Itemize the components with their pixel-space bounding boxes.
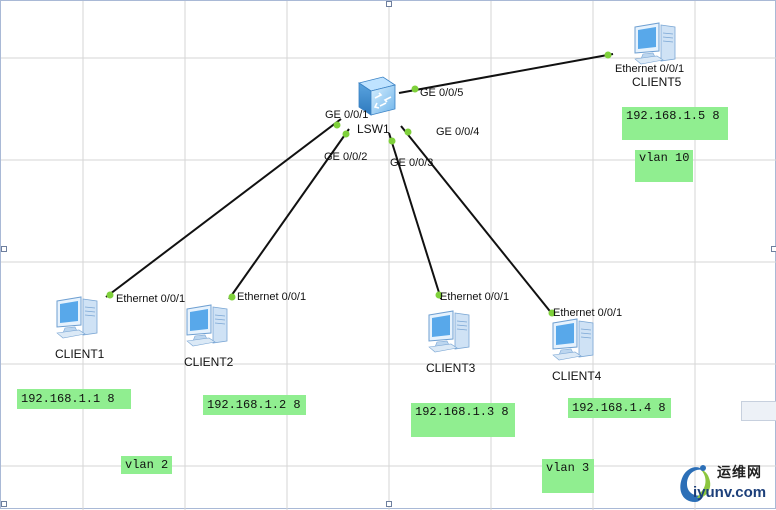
client2-node[interactable] bbox=[183, 301, 231, 352]
link-client4[interactable] bbox=[400, 125, 554, 316]
watermark-url-text: iyunv.com bbox=[693, 484, 767, 501]
client-port-label: Ethernet 0/0/1 bbox=[237, 291, 307, 303]
port-dot bbox=[404, 128, 412, 136]
port-dot bbox=[604, 51, 612, 59]
port-dot bbox=[333, 121, 341, 129]
client2-label: CLIENT2 bbox=[184, 355, 234, 369]
client-port-label: Ethernet 0/0/1 bbox=[615, 63, 685, 75]
client4-label: CLIENT4 bbox=[552, 369, 602, 383]
client5-label: CLIENT5 bbox=[632, 75, 682, 89]
switch-label: LSW1 bbox=[357, 122, 390, 136]
vlan-note-client1[interactable]: vlan 2 bbox=[121, 456, 172, 474]
client-port-label: Ethernet 0/0/1 bbox=[553, 307, 623, 319]
ip-note-client4[interactable]: 192.168.1.4 8 bbox=[568, 398, 671, 418]
resize-handle-bottom[interactable] bbox=[386, 501, 392, 507]
port-dot bbox=[342, 130, 350, 138]
resize-handle-left[interactable] bbox=[1, 246, 7, 252]
ip-note-client1[interactable]: 192.168.1.1 8 bbox=[17, 389, 131, 409]
resize-handle-right[interactable] bbox=[771, 246, 776, 252]
switch-port-label: GE 0/0/2 bbox=[324, 151, 368, 163]
port-dot bbox=[106, 291, 114, 299]
port-dot bbox=[411, 85, 419, 93]
client3-node[interactable] bbox=[425, 307, 473, 358]
ip-note-client3[interactable]: 192.168.1.3 8 bbox=[411, 403, 515, 437]
ip-note-client5[interactable]: 192.168.1.5 8 bbox=[622, 107, 728, 140]
pc-icon bbox=[56, 296, 98, 339]
switch-port-label: GE 0/0/3 bbox=[390, 157, 434, 169]
port-dot bbox=[435, 291, 443, 299]
pc-icon bbox=[634, 22, 676, 65]
switch-port-label: GE 0/0/4 bbox=[436, 126, 480, 138]
link-client2[interactable] bbox=[228, 128, 350, 300]
vlan-note-client5[interactable]: vlan 10 bbox=[635, 150, 693, 182]
resize-handle-top[interactable] bbox=[386, 1, 392, 7]
client1-node[interactable] bbox=[53, 293, 101, 344]
links bbox=[105, 53, 614, 316]
port-dot bbox=[548, 309, 556, 317]
link-client5[interactable] bbox=[398, 53, 614, 94]
pc-icon bbox=[428, 310, 470, 353]
watermark-logo-icon bbox=[680, 465, 711, 502]
pc-icon bbox=[552, 318, 594, 361]
switch-icon bbox=[358, 76, 396, 116]
link-client3[interactable] bbox=[388, 132, 442, 300]
resize-handle-bottom-left[interactable] bbox=[1, 501, 7, 507]
switch-port-label: GE 0/0/5 bbox=[420, 87, 464, 99]
side-panel-tab[interactable] bbox=[741, 401, 776, 421]
pc-icon bbox=[186, 304, 228, 347]
watermark-cn-text: 运维网 bbox=[717, 465, 762, 481]
port-dot bbox=[228, 293, 236, 301]
ip-note-client2[interactable]: 192.168.1.2 8 bbox=[203, 395, 306, 415]
port-dot bbox=[388, 137, 396, 145]
vlan-note-client4[interactable]: vlan 3 bbox=[542, 459, 594, 493]
client1-label: CLIENT1 bbox=[55, 347, 105, 361]
port-dots bbox=[106, 51, 612, 317]
link-client1[interactable] bbox=[105, 118, 342, 298]
client3-label: CLIENT3 bbox=[426, 361, 476, 375]
client-port-label: Ethernet 0/0/1 bbox=[116, 293, 186, 305]
switch-port-label: GE 0/0/1 bbox=[325, 109, 369, 121]
watermark: 运维网 iyunv.com bbox=[673, 458, 776, 508]
client5-node[interactable] bbox=[631, 19, 679, 70]
switch-lsw1[interactable] bbox=[353, 73, 399, 124]
client-port-label: Ethernet 0/0/1 bbox=[440, 291, 510, 303]
client4-node[interactable] bbox=[549, 315, 597, 366]
